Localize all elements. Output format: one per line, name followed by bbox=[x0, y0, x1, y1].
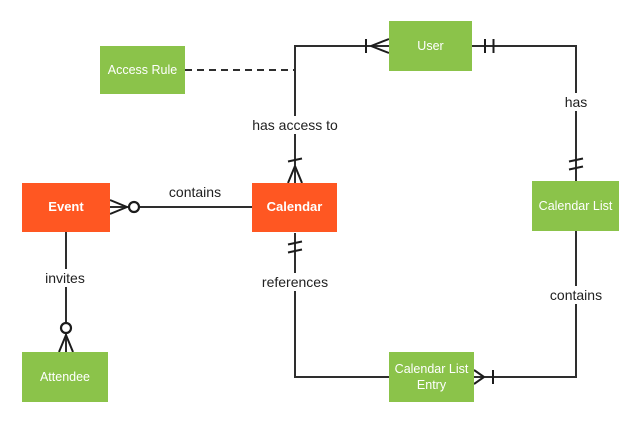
entity-calendar-label: Calendar bbox=[266, 199, 323, 215]
relationship-label-invites: invites bbox=[41, 269, 89, 287]
entity-event[interactable]: Event bbox=[22, 183, 110, 232]
entity-calendar-list[interactable]: Calendar List bbox=[532, 181, 619, 231]
cardinality-zero-or-many-event bbox=[109, 199, 141, 215]
entity-calendar-list-entry-label: Calendar List Entry bbox=[394, 361, 469, 392]
rel-calendar-list-entry-line bbox=[474, 231, 577, 378]
cardinality-zero-or-many-attendee bbox=[58, 321, 74, 353]
relationship-label-contains-calendar-list: contains bbox=[545, 286, 607, 304]
relationship-label-has-access-to: has access to bbox=[248, 116, 342, 134]
rel-user-calendar-list-line bbox=[472, 45, 577, 181]
entity-access-rule[interactable]: Access Rule bbox=[100, 46, 185, 94]
cardinality-exactly-one-user bbox=[484, 39, 495, 53]
entity-calendar-list-label: Calendar List bbox=[538, 198, 613, 213]
entity-attendee-label: Attendee bbox=[39, 369, 91, 384]
cardinality-exactly-one-calendar-list bbox=[568, 157, 584, 171]
rel-calendar-references-line bbox=[294, 233, 389, 378]
entity-calendar[interactable]: Calendar bbox=[252, 183, 337, 232]
rel-calendar-user-line bbox=[294, 45, 389, 183]
cardinality-one-or-many-calendar bbox=[287, 157, 303, 184]
entity-calendar-list-entry[interactable]: Calendar List Entry bbox=[389, 352, 474, 402]
entity-user[interactable]: User bbox=[389, 21, 472, 71]
relationship-label-references: references bbox=[257, 273, 333, 291]
relationship-label-has: has bbox=[560, 93, 592, 111]
entity-user-label: User bbox=[417, 38, 444, 53]
relationship-label-contains-event-calendar: contains bbox=[164, 183, 226, 201]
cardinality-exactly-one-calendar bbox=[287, 240, 303, 254]
entity-attendee[interactable]: Attendee bbox=[22, 352, 108, 402]
entity-access-rule-label: Access Rule bbox=[107, 62, 178, 77]
cardinality-one-or-many-user bbox=[365, 38, 390, 54]
cardinality-one-or-many-calendar-list-entry bbox=[473, 369, 494, 385]
entity-event-label: Event bbox=[48, 199, 84, 215]
